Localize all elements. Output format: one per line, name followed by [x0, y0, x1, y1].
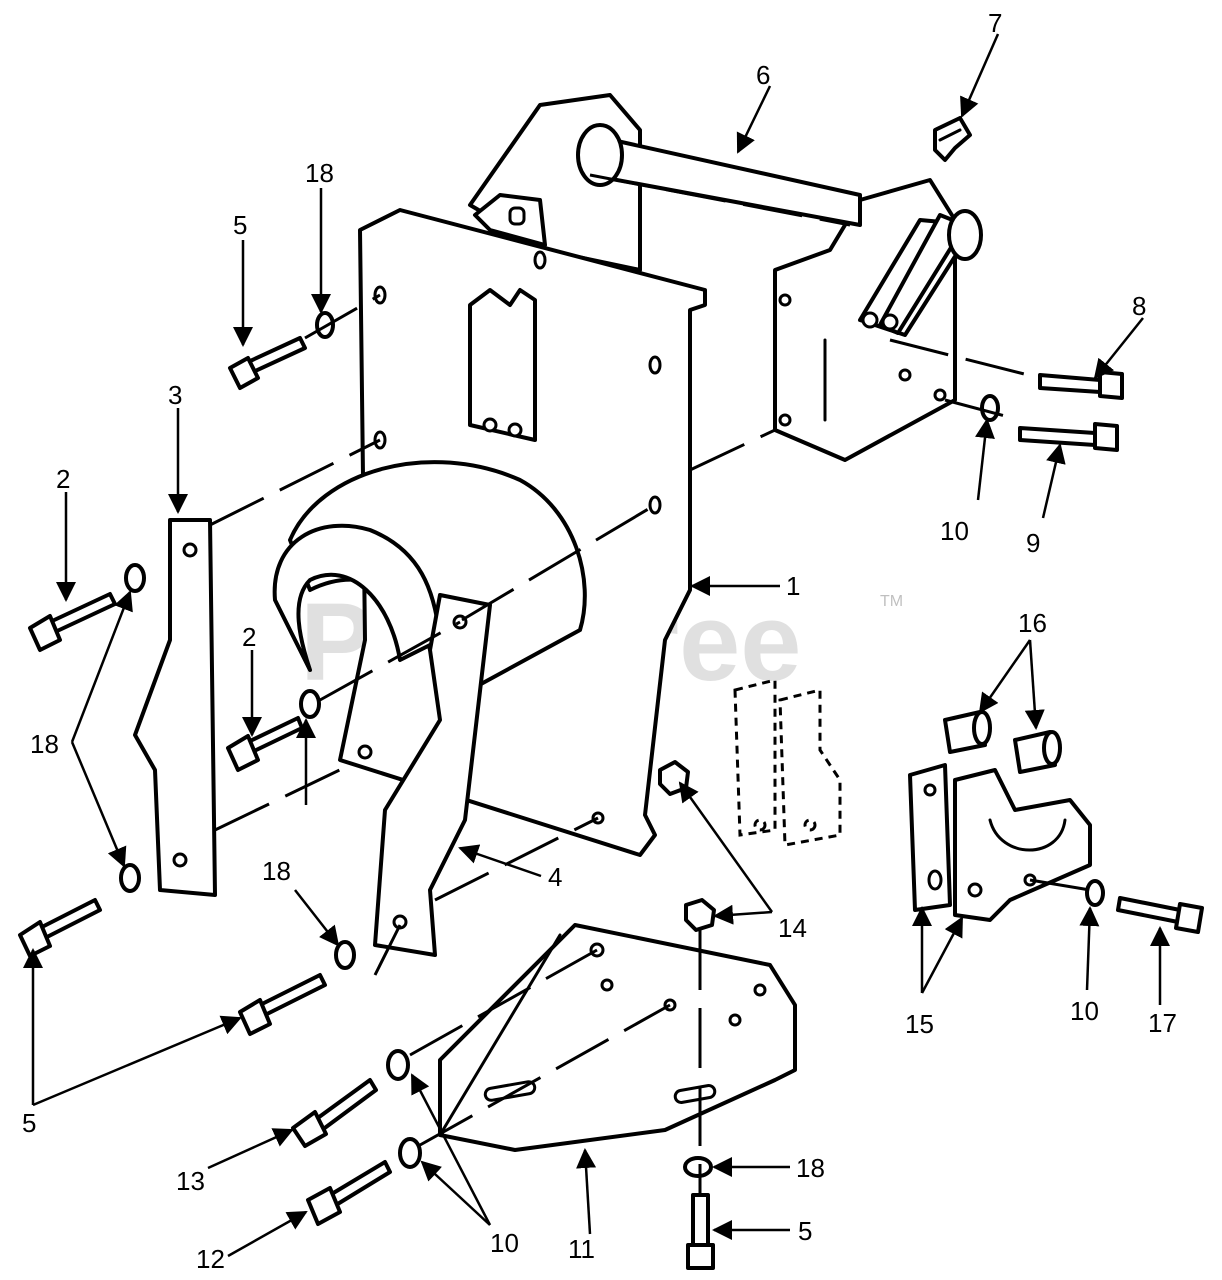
callout-18-top: 18 [305, 158, 334, 188]
part-3-left-brace [133, 518, 217, 897]
leader-lines [23, 33, 1170, 1258]
callout-10-far-right: 10 [1070, 996, 1099, 1026]
callout-10-right: 10 [940, 516, 969, 546]
bolt-lower-middle [238, 973, 327, 1036]
callout-12: 12 [196, 1244, 225, 1274]
callout-5-top: 5 [233, 210, 247, 240]
callout-11: 11 [568, 1234, 595, 1264]
part-11-bottom-bracket [438, 923, 797, 1152]
assembly-lines [209, 173, 1091, 1195]
nuts [658, 760, 716, 932]
washers [119, 311, 1105, 1178]
phantom-brackets [733, 678, 842, 847]
bolt-12 [306, 1160, 392, 1226]
part-7-grease-fitting [933, 116, 972, 162]
part-6-hitch-frame [468, 93, 983, 462]
callout-10-bottom: 10 [490, 1228, 519, 1258]
callout-14: 14 [778, 913, 807, 943]
bolt-left-upper [28, 592, 117, 652]
callout-6: 6 [756, 60, 770, 90]
bolt-upper-left [228, 336, 307, 390]
callout-16: 16 [1018, 608, 1047, 638]
callout-13: 13 [176, 1166, 205, 1196]
callout-3: 3 [168, 380, 182, 410]
callout-15: 15 [905, 1009, 934, 1039]
watermark-trademark: TM [880, 593, 903, 610]
callout-18-middle: 18 [262, 856, 291, 886]
callout-9: 9 [1026, 528, 1040, 558]
callout-2-left: 2 [56, 464, 70, 494]
bolt-9 [1018, 422, 1119, 452]
callout-17: 17 [1148, 1008, 1177, 1038]
bolt-vertical [686, 1193, 715, 1270]
bolt-middle [226, 716, 304, 772]
part-15-hitch-plates [908, 763, 1092, 922]
bolt-8 [1038, 370, 1124, 400]
bolt-13 [291, 1078, 378, 1148]
callout-4: 4 [548, 862, 562, 892]
callout-18-bottom: 18 [796, 1153, 825, 1183]
callout-7: 7 [988, 8, 1002, 38]
callout-8: 8 [1132, 291, 1146, 321]
bolt-17 [1116, 896, 1204, 934]
callouts: 6 7 18 5 8 3 2 10 9 1 16 2 18 18 4 14 15… [22, 8, 1177, 1274]
callout-2-middle: 2 [242, 622, 256, 652]
callout-5-left: 5 [22, 1108, 36, 1138]
callout-18-left: 18 [30, 729, 59, 759]
bolt-left-lower [18, 898, 102, 958]
callout-5-bottom: 5 [798, 1216, 812, 1246]
callout-1: 1 [786, 571, 800, 601]
part-16-bushings [943, 710, 1062, 774]
